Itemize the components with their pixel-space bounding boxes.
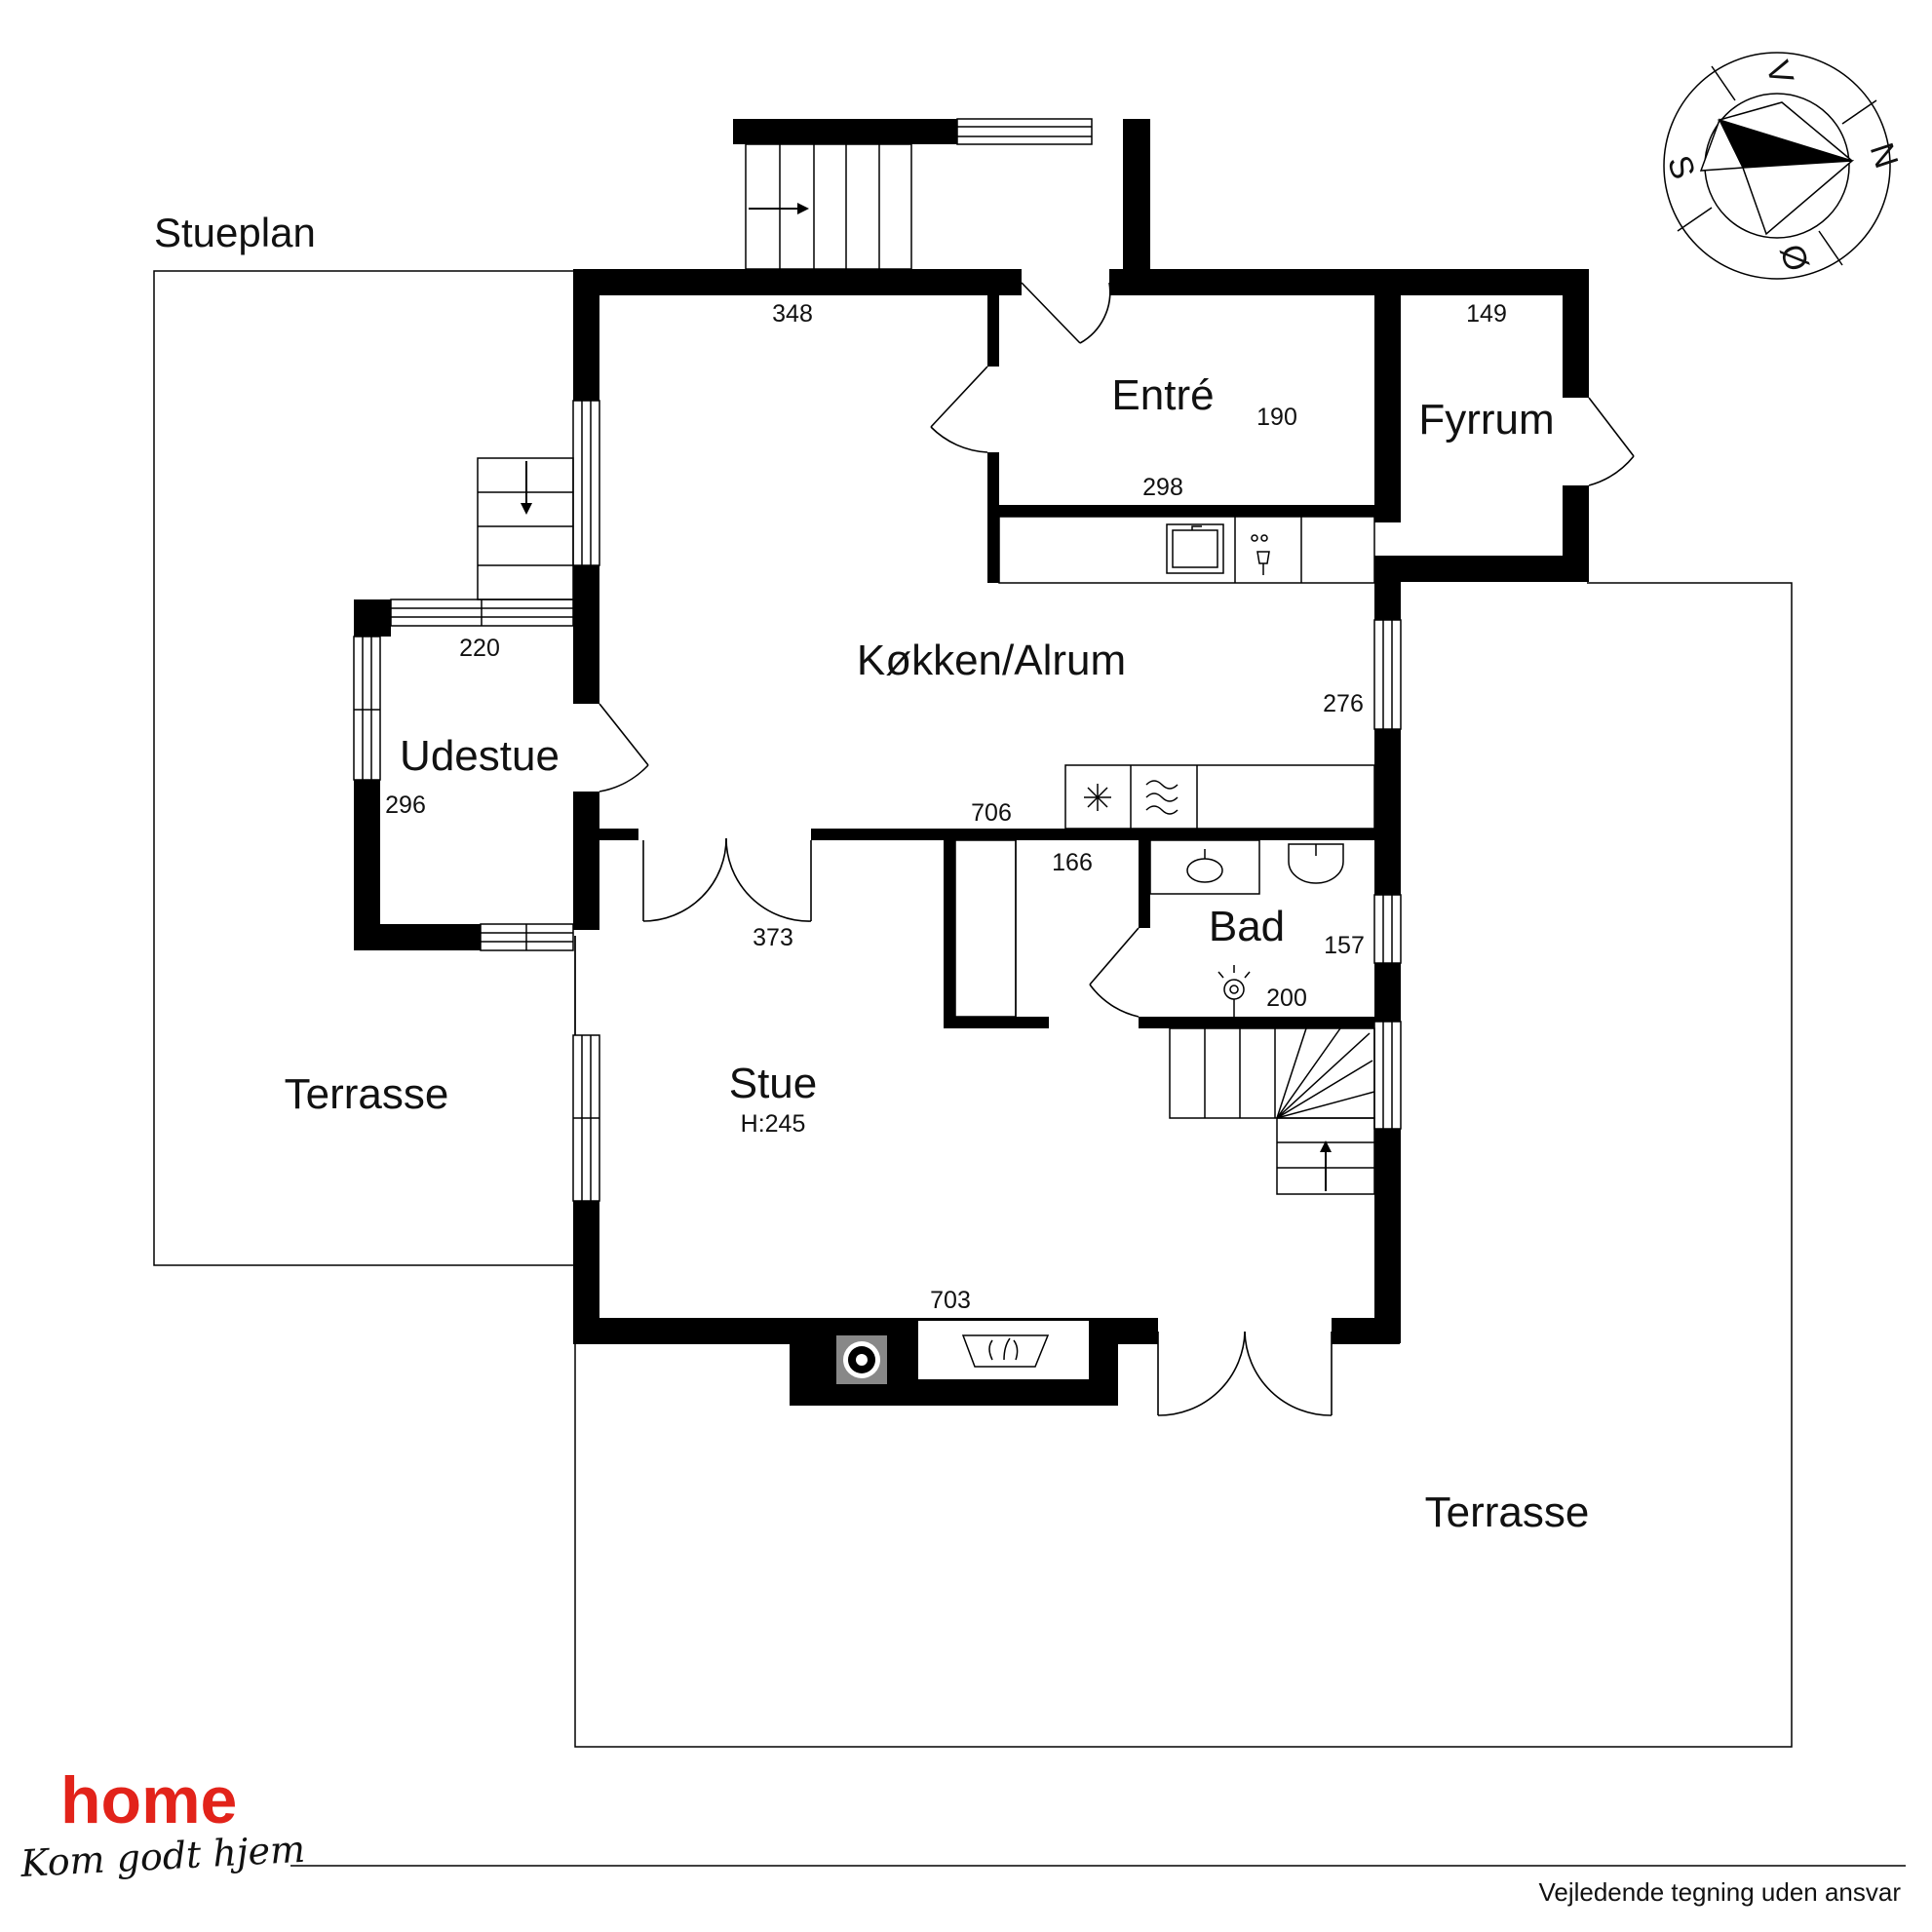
- compass: N S Ø V: [1660, 52, 1905, 280]
- stairs: [477, 143, 1375, 1195]
- room-label-stue: Stue: [729, 1060, 818, 1107]
- disclaimer-text: Vejledende tegning uden ansvar: [1538, 1877, 1901, 1907]
- dimension-label: 348: [772, 300, 813, 328]
- dimension-label: 190: [1256, 404, 1297, 431]
- room-label-kokken: Køkken/Alrum: [857, 637, 1126, 684]
- dimension-label: 149: [1466, 300, 1507, 328]
- house-interior: [366, 132, 1587, 1335]
- room-label-fyrrum: Fyrrum: [1418, 396, 1554, 444]
- room-label-terrasse-left: Terrasse: [285, 1070, 449, 1118]
- dimension-label: 703: [930, 1287, 971, 1314]
- brand-logo: home: [60, 1763, 237, 1837]
- dimension-label: 373: [753, 924, 793, 951]
- dimension-label: 298: [1142, 474, 1183, 501]
- dimension-label: 706: [971, 799, 1012, 827]
- fixtures: [954, 516, 1375, 1018]
- room-height-stue: H:245: [741, 1110, 806, 1138]
- fireplace: [836, 1321, 1089, 1384]
- room-label-entre: Entré: [1111, 371, 1214, 419]
- room-label-bad: Bad: [1209, 903, 1285, 950]
- room-label-udestue: Udestue: [400, 732, 560, 780]
- plan-title: Stueplan: [154, 210, 316, 255]
- windows: [353, 118, 1402, 1202]
- doors: [599, 282, 1635, 1416]
- dimension-label: 157: [1324, 932, 1365, 959]
- dimension-label: 166: [1052, 849, 1093, 876]
- dimension-label: 220: [459, 635, 500, 662]
- dimension-label: 200: [1266, 985, 1307, 1012]
- dimension-label: 276: [1323, 690, 1364, 717]
- footer: home Kom godt hjem Vejledende tegning ud…: [19, 1763, 1906, 1907]
- dimension-label: 296: [385, 792, 426, 819]
- room-label-terrasse-bottom: Terrasse: [1425, 1488, 1590, 1536]
